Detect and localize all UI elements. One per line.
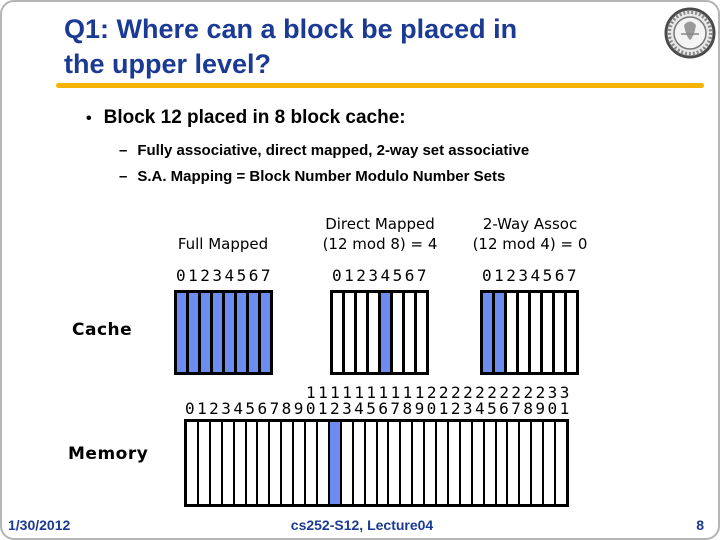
block-cell: [357, 293, 366, 372]
main-bullet: • Block 12 placed in 8 block cache:: [86, 107, 406, 129]
title-underline: [56, 83, 704, 88]
slide-title-line2: the upper level?: [64, 48, 272, 79]
block-cell: [484, 422, 495, 504]
memory-index-tens-row: 1111111111222222222233: [306, 383, 572, 402]
column-header-direct-mapped: Direct Mapped (12 mod 8) = 4: [300, 207, 460, 254]
block-cell-highlighted: [213, 293, 222, 372]
cache-label: Cache: [72, 320, 133, 340]
block-cell: [417, 293, 426, 372]
block-cell: [413, 422, 424, 504]
dash-icon: –: [119, 142, 128, 159]
column-header-two-way-assoc: 2-Way Assoc (12 mod 4) = 0: [450, 207, 610, 254]
block-cell: [365, 422, 376, 504]
dash-icon: –: [119, 168, 128, 185]
block-cell-highlighted: [261, 293, 270, 372]
block-cell: [520, 422, 531, 504]
footer-date: 1/30/2012: [8, 517, 71, 533]
footer-course: cs252-S12, Lecture04: [290, 517, 434, 533]
block-cell: [437, 422, 447, 504]
block-cell-highlighted: [237, 293, 246, 372]
block-cell-highlighted: [189, 293, 198, 372]
block-cell: [555, 293, 564, 372]
block-cell: [294, 422, 305, 504]
block-cell: [258, 422, 269, 504]
block-cell: [496, 422, 507, 504]
block-cell: [567, 293, 576, 372]
block-cell: [405, 293, 414, 372]
block-cell: [198, 422, 209, 504]
block-cell: [353, 422, 364, 504]
block-cell: [306, 422, 316, 504]
cache-index-row-direct-mapped: 01234567: [332, 266, 430, 285]
block-cell: [393, 293, 402, 372]
sub-bullet-associativity: – Fully associative, direct mapped, 2-wa…: [119, 142, 529, 159]
block-cell: [519, 293, 528, 372]
block-cell: [472, 422, 483, 504]
memory-label: Memory: [68, 444, 149, 464]
block-cell: [345, 293, 354, 372]
slide-title: Q1: Where can a block be placed in the u…: [64, 12, 644, 81]
block-cell: [333, 293, 342, 372]
block-cell-highlighted: [495, 293, 504, 372]
sub-bullet-mapping: – S.A. Mapping = Block Number Modulo Num…: [119, 168, 505, 185]
block-cell: [369, 293, 378, 372]
column-header-full-mapped: Full Mapped: [143, 207, 303, 254]
block-cell: [543, 293, 552, 372]
block-cell-highlighted: [225, 293, 234, 372]
block-cell: [401, 422, 412, 504]
footer-page-number: 8: [696, 517, 704, 533]
cache-blocks-two-way-assoc: [480, 290, 579, 375]
header-line: (12 mod 4) = 0: [472, 234, 588, 253]
block-cell: [234, 422, 245, 504]
sub-bullet-text: S.A. Mapping = Block Number Modulo Numbe…: [137, 168, 506, 185]
block-cell: [425, 422, 436, 504]
block-cell: [317, 422, 328, 504]
block-cell: [210, 422, 221, 504]
block-cell: [187, 422, 197, 504]
block-cell-highlighted: [201, 293, 210, 372]
block-cell: [270, 422, 281, 504]
header-line: (12 mod 8) = 4: [322, 234, 438, 253]
block-cell-highlighted: [177, 293, 186, 372]
main-bullet-text: Block 12 placed in 8 block cache:: [103, 107, 406, 128]
header-line: Full Mapped: [177, 234, 269, 253]
cache-index-row-full-mapped: 01234567: [176, 266, 274, 285]
block-cell: [282, 422, 293, 504]
block-cell-highlighted: [381, 293, 390, 372]
memory-index-units-row: 01234567890123456789012345678901: [185, 399, 572, 418]
header-line: 2-Way Assoc: [482, 215, 578, 233]
block-cell: [556, 422, 566, 504]
cache-index-row-two-way-assoc: 01234567: [482, 266, 580, 285]
block-cell: [460, 422, 471, 504]
block-cell: [544, 422, 555, 504]
block-cell: [341, 422, 352, 504]
block-cell-highlighted: [249, 293, 258, 372]
block-cell: [508, 422, 519, 504]
block-cell: [389, 422, 400, 504]
header-line: Direct Mapped: [325, 215, 435, 233]
block-cell: [448, 422, 459, 504]
block-cell-highlighted: [483, 293, 492, 372]
block-cell: [507, 293, 516, 372]
sub-bullet-text: Fully associative, direct mapped, 2-way …: [137, 142, 530, 159]
block-cell: [246, 422, 257, 504]
bullet-icon: •: [86, 110, 92, 127]
slide-title-line1: Q1: Where can a block be placed in: [64, 14, 518, 44]
block-cell: [532, 422, 543, 504]
block-cell: [377, 422, 388, 504]
block-cell: [222, 422, 233, 504]
block-cell: [531, 293, 540, 372]
cache-blocks-full-mapped: [174, 290, 273, 375]
block-cell-highlighted: [329, 422, 340, 504]
memory-blocks: [184, 419, 569, 507]
university-seal-icon: [664, 7, 716, 59]
cache-blocks-direct-mapped: [330, 290, 429, 375]
